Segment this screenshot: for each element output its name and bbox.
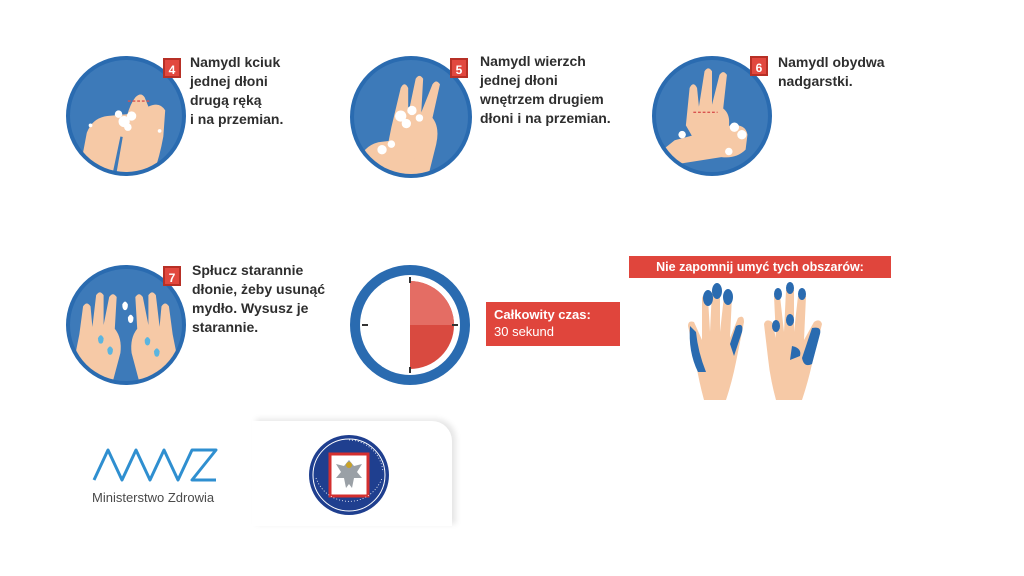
step-7-line-1: Spłucz starannie [192,262,304,278]
wrist-icon [656,68,748,167]
step-7-line-2: dłonie, żeby usunąć [192,281,326,297]
timer-illustration [350,265,470,385]
step-6-text: Namydl obydwa nadgarstki. [778,53,885,91]
step-7-illustration [66,265,186,385]
step-5-line-2: jednej dłoni [480,72,558,88]
step-4-line-1: Namydl kciuk [190,54,281,70]
ministry-name: Ministerstwo Zdrowia [92,490,215,505]
ministry-logo: Ministerstwo Zdrowia [92,446,224,510]
total-time-box: Całkowity czas: 30 sekund [486,302,620,346]
step-6-badge: 6 [750,56,768,76]
step-4-line-4: i na przemian. [190,111,284,127]
step-5-text: Namydl wierzch jednej dłoni wnętrzem dru… [480,52,611,128]
total-time-value: 30 sekund [494,324,554,339]
step-5-line-4: dłoni i na przemian. [480,110,611,126]
step-4-text: Namydl kciuk jednej dłoni drugą ręką i n… [190,53,283,129]
step-6-line-1: Namydl obydwa [778,54,885,70]
step-7-badge: 7 [163,266,181,286]
missed-areas-icon [688,282,822,400]
step-5-line-1: Namydl wierzch [480,53,586,69]
step-7-text: Spłucz starannie dłonie, żeby usunąć myd… [192,261,325,337]
step-5-badge: 5 [450,58,468,78]
timer-icon [360,275,460,375]
step-7-line-4: starannie. [192,319,259,335]
inspection-seal [308,434,390,516]
step-7-line-3: mydło. Wysusz je [192,300,309,316]
rinse-icon [73,292,179,381]
step-6-illustration [652,56,772,176]
eagle-icon [309,435,389,515]
hands-back-icon [357,75,440,174]
step-4-line-3: drugą ręką [190,92,262,108]
hands-thumb-icon [79,94,166,172]
step-5-line-3: wnętrzem drugiem [480,91,604,107]
total-time-label: Całkowity czas: [494,307,591,322]
step-4-badge: 4 [163,58,181,78]
step-6-line-2: nadgarstki. [778,73,853,89]
missed-areas-illustration [680,282,840,400]
reminder-banner: Nie zapomnij umyć tych obszarów: [629,256,891,278]
step-4-line-2: jednej dłoni [190,73,268,89]
mz-logo-icon [92,448,218,482]
